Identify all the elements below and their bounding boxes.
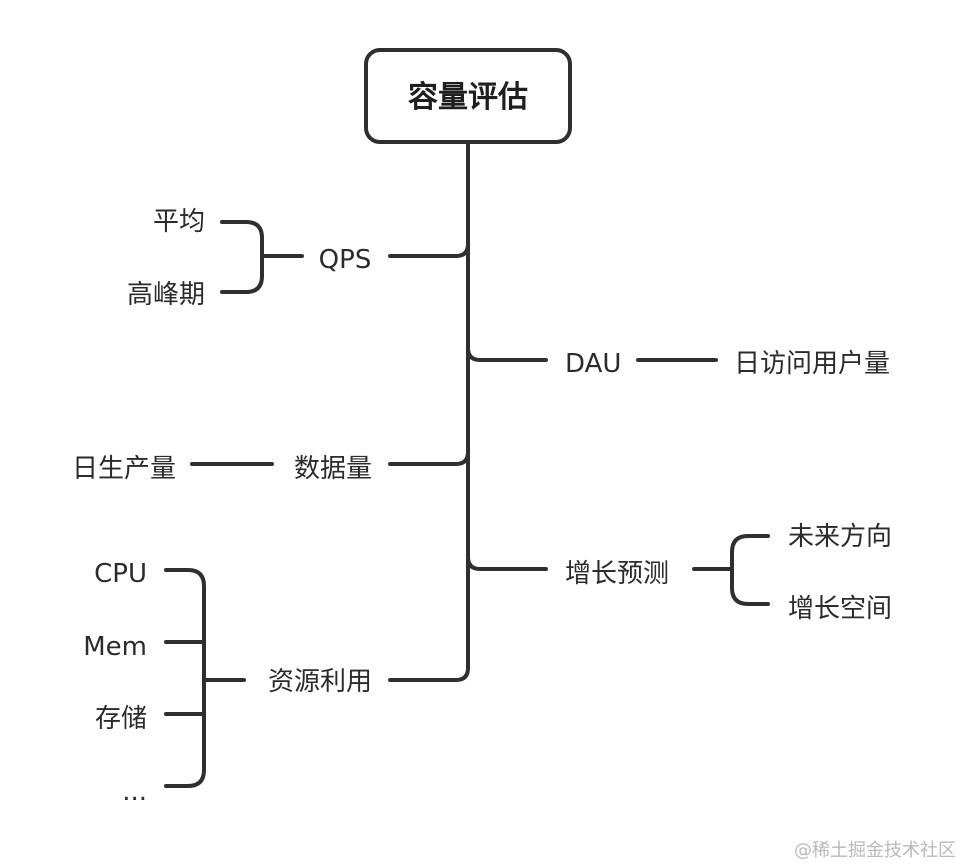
- qps-child-peak[interactable]: 高峰期: [127, 280, 205, 310]
- data-volume-connector: [388, 450, 470, 466]
- resources-bracket: [164, 568, 246, 788]
- watermark: @稀土掘金技术社区: [794, 840, 956, 861]
- resources-child-mem[interactable]: Mem: [83, 632, 147, 662]
- qps-connector: [388, 242, 470, 258]
- qps-label[interactable]: QPS: [319, 245, 372, 275]
- dau-child-daily-users[interactable]: 日访问用户量: [734, 349, 890, 379]
- trunk-connector: [388, 140, 470, 682]
- dau-connector: [466, 346, 548, 362]
- resources-label[interactable]: 资源利用: [268, 667, 372, 697]
- dau-label[interactable]: DAU: [565, 349, 621, 379]
- growth-bracket: [692, 534, 770, 606]
- growth-child-growth-space[interactable]: 增长空间: [788, 594, 892, 624]
- data-volume-label[interactable]: 数据量: [294, 454, 372, 484]
- root-node-label: 容量评估: [408, 80, 528, 115]
- growth-label[interactable]: 增长预测: [565, 559, 669, 589]
- resources-child-more[interactable]: ...: [122, 777, 147, 807]
- resources-child-storage[interactable]: 存储: [95, 704, 147, 734]
- qps-bracket: [220, 220, 304, 294]
- resources-child-cpu[interactable]: CPU: [94, 559, 147, 589]
- growth-connector: [466, 555, 548, 571]
- growth-child-future-direction[interactable]: 未来方向: [788, 522, 892, 552]
- data-volume-child-daily-output[interactable]: 日生产量: [72, 454, 176, 484]
- qps-child-average[interactable]: 平均: [153, 207, 205, 237]
